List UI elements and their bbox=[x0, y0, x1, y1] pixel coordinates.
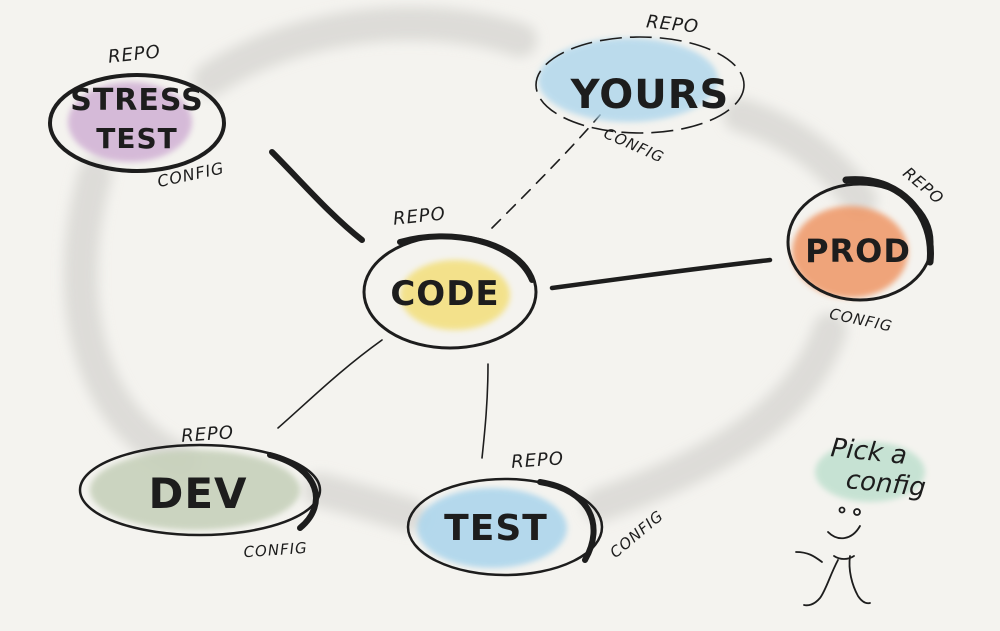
code-wash bbox=[400, 260, 510, 330]
dev-circle bbox=[78, 443, 322, 537]
yours-repo-label: REPO bbox=[645, 11, 700, 37]
stick-figure-icon bbox=[795, 506, 871, 607]
node-yours: YOURS REPO CONFIG bbox=[535, 11, 745, 167]
test-circle bbox=[406, 477, 604, 577]
dev-label: DEV bbox=[148, 469, 247, 518]
test-label: TEST bbox=[444, 508, 548, 549]
edge-code-test bbox=[481, 363, 489, 459]
prod-circle-emphasis bbox=[842, 176, 934, 266]
yours-wash bbox=[538, 38, 718, 122]
note-wash bbox=[815, 442, 925, 502]
code-circle-emphasis bbox=[397, 233, 535, 283]
stress-test-circle bbox=[48, 73, 226, 173]
edge-code-stress-test bbox=[269, 149, 365, 243]
edge-code-prod bbox=[549, 257, 773, 291]
stress-test-repo-label: REPO bbox=[107, 41, 162, 67]
node-dev: DEV REPO CONFIG bbox=[78, 422, 322, 561]
dev-repo-label: REPO bbox=[180, 422, 234, 447]
test-wash bbox=[417, 488, 567, 568]
stress-test-label-line1: STRESS bbox=[70, 83, 204, 118]
test-circle-emphasis bbox=[537, 479, 597, 563]
stress-test-config-label: CONFIG bbox=[156, 158, 227, 191]
test-repo-label: REPO bbox=[510, 448, 564, 473]
prod-wash bbox=[792, 206, 908, 298]
code-label: CODE bbox=[390, 274, 499, 314]
dev-circle-emphasis bbox=[267, 452, 319, 531]
dev-config-label: CONFIG bbox=[243, 539, 308, 561]
stress-test-label-line2: TEST bbox=[96, 122, 178, 155]
edge-code-dev bbox=[277, 339, 383, 429]
edge-code-yours-dashed bbox=[491, 114, 601, 229]
pick-config-note: Pick a config bbox=[795, 433, 927, 607]
yours-dashed-circle bbox=[535, 36, 745, 134]
node-code: CODE REPO bbox=[362, 203, 538, 350]
node-stress-test: STRESS TEST REPO CONFIG bbox=[48, 41, 227, 191]
yours-label: YOURS bbox=[570, 72, 730, 118]
stress-test-wash bbox=[68, 82, 192, 162]
dev-wash bbox=[90, 450, 300, 530]
code-repo-label: REPO bbox=[392, 203, 447, 229]
yours-config-label: CONFIG bbox=[601, 124, 667, 167]
environment-loop-wash bbox=[63, 6, 877, 532]
prod-label: PROD bbox=[805, 232, 911, 270]
